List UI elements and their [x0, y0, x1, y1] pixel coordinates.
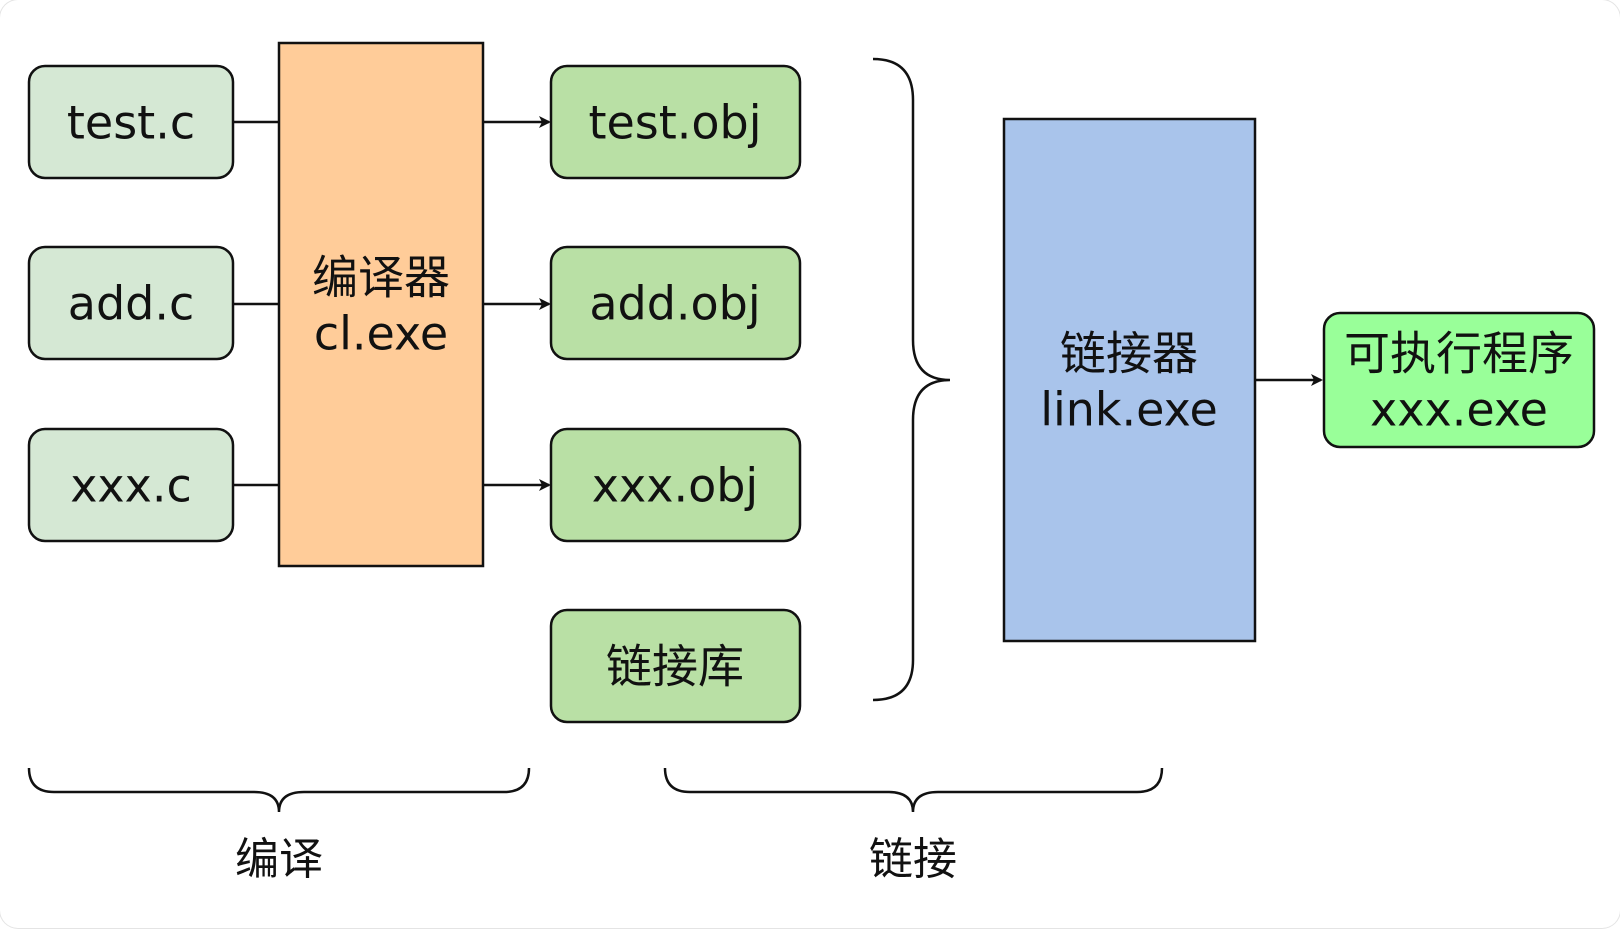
- source-file-add-c: add.c: [27, 245, 235, 361]
- source-file-label: test.c: [67, 96, 195, 150]
- object-file-label: add.obj: [589, 277, 760, 331]
- link-library-label: 链接库: [606, 640, 744, 694]
- source-file-test-c: test.c: [27, 64, 235, 180]
- linker-executable: link.exe: [1040, 383, 1218, 437]
- object-file-label: xxx.obj: [592, 459, 758, 513]
- link-stage-brace: [663, 767, 1164, 813]
- output-name: 可执行程序: [1344, 327, 1574, 381]
- object-group-brace: [872, 57, 951, 702]
- compiler-executable: cl.exe: [314, 307, 448, 361]
- object-file-add-obj: add.obj: [549, 245, 802, 361]
- source-compiler-connectors: [233, 120, 279, 487]
- source-file-label: xxx.c: [70, 459, 192, 513]
- object-file-test-obj: test.obj: [549, 64, 802, 180]
- source-file-label: add.c: [68, 277, 195, 331]
- source-file-xxx-c: xxx.c: [27, 427, 235, 543]
- compiler-block: 编译器 cl.exe: [277, 41, 485, 568]
- compiler-name: 编译器: [312, 251, 450, 305]
- link-stage-label: 链接: [869, 834, 957, 885]
- object-file-label: test.obj: [588, 96, 761, 150]
- output-executable: 可执行程序 xxx.exe: [1322, 311, 1596, 449]
- linker-name: 链接器: [1060, 327, 1198, 381]
- output-filename: xxx.exe: [1370, 383, 1548, 437]
- object-file-xxx-obj: xxx.obj: [549, 427, 802, 543]
- compiler-output-arrows: [483, 116, 551, 491]
- linker-block: 链接器 link.exe: [1002, 117, 1257, 643]
- compile-stage-label: 编译: [235, 834, 323, 885]
- compile-stage-brace: [27, 767, 531, 813]
- link-library: 链接库: [549, 608, 802, 724]
